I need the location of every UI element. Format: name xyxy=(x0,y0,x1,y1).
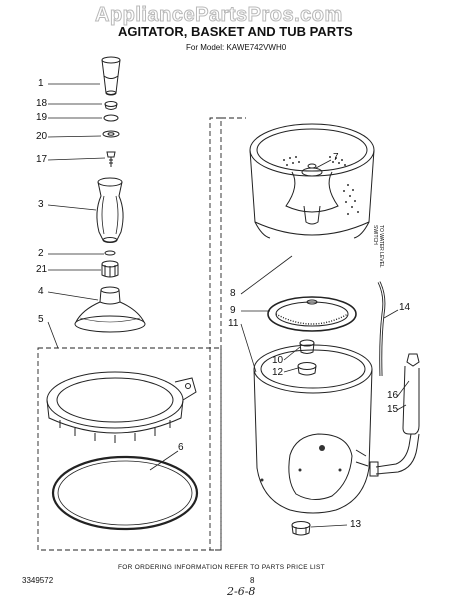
tub-gasket-part xyxy=(51,455,199,531)
spanner-ring-part xyxy=(267,296,357,332)
handwritten-note: 2-6-8 xyxy=(227,585,256,598)
callout-6: 6 xyxy=(178,442,184,453)
callout-7: 7 xyxy=(333,152,339,163)
agitator-base-part xyxy=(74,286,146,333)
callout-13: 13 xyxy=(350,519,362,530)
outer-tub-part xyxy=(253,344,373,514)
hub-seal-part xyxy=(297,339,317,376)
callout-16: 16 xyxy=(387,390,399,401)
air-dome-part xyxy=(369,353,420,477)
drive-bell-part xyxy=(101,260,119,278)
callout-19: 19 xyxy=(36,112,48,123)
document-code: 3349572 xyxy=(22,576,54,585)
agitator-barrel-part xyxy=(96,177,124,243)
basket-group-box xyxy=(209,117,246,551)
callout-8: 8 xyxy=(230,288,236,299)
callout-1: 1 xyxy=(38,78,44,89)
callout-12: 12 xyxy=(272,367,284,378)
callout-11: 11 xyxy=(228,318,239,329)
water-level-switch-label: TO WATER LEVEL SWITCH xyxy=(372,225,384,268)
model-number: For Model: KAWE742VWH0 xyxy=(186,43,287,52)
watermark-logo: AppliancePartsPros.com xyxy=(95,4,343,27)
tub-bearing-part xyxy=(291,521,311,536)
tub-ring-part xyxy=(46,371,197,443)
callout-18: 18 xyxy=(36,98,48,109)
callout-15: 15 xyxy=(387,404,399,415)
basket-part xyxy=(249,123,375,239)
washer-part xyxy=(102,130,120,138)
callout-10: 10 xyxy=(272,355,284,366)
callout-9: 9 xyxy=(230,305,236,316)
seal-ring-part xyxy=(103,114,119,122)
callout-4: 4 xyxy=(38,286,44,297)
callout-20: 20 xyxy=(36,131,48,142)
diagram-title: AGITATOR, BASKET AND TUB PARTS xyxy=(118,24,353,39)
softener-dispenser-part xyxy=(101,56,121,96)
callout-2: 2 xyxy=(38,248,44,259)
callout-3: 3 xyxy=(38,199,44,210)
callout-17: 17 xyxy=(36,154,48,165)
page-number: 8 xyxy=(250,576,255,585)
callout-14: 14 xyxy=(399,302,411,313)
agitator-cap-part xyxy=(104,101,118,110)
callout-5: 5 xyxy=(38,314,44,325)
callout-leaders xyxy=(47,83,410,528)
callout-21: 21 xyxy=(36,264,48,275)
retaining-ring-part xyxy=(104,250,116,256)
ordering-information-note: FOR ORDERING INFORMATION REFER TO PARTS … xyxy=(118,564,325,571)
bolt-part xyxy=(106,151,116,167)
